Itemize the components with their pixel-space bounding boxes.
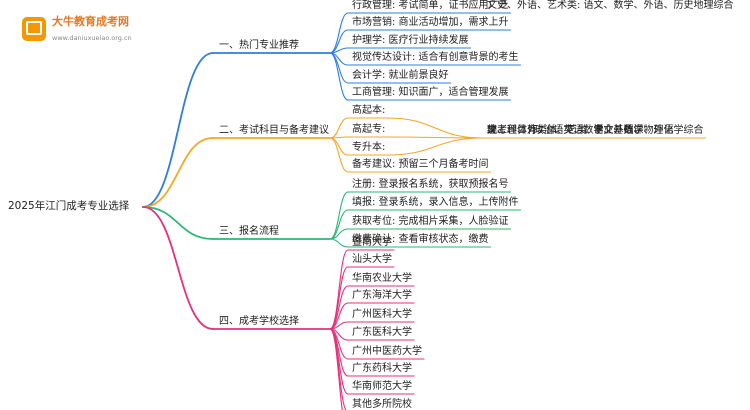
leaf-topic: 填报: 登录系统，录入信息，上传附件 — [352, 197, 519, 208]
leaf-connector — [329, 12, 349, 54]
leaf-topic: 护理学: 医疗行业持续发展 — [352, 35, 469, 46]
branch-label: 三、报名流程 — [219, 226, 279, 237]
leaf-topic: 行政管理: 考试简单，证书应用广泛 — [352, 0, 509, 11]
leaf-connector — [329, 47, 349, 54]
branch-label: 二、考试科目与备考建议 — [219, 125, 329, 136]
sub-topic: 文史、外语、艺术类: 语文、数学、外语、历史地理综合 — [487, 0, 734, 11]
leaf-connector — [329, 117, 349, 139]
branch-connector — [142, 52, 214, 208]
leaf-connector — [329, 328, 347, 410]
leaf-topic: 视觉传达设计: 适合有创意背景的考生 — [352, 52, 519, 63]
leaf-topic: 工商管理: 知识面广，适合管理发展 — [352, 87, 509, 98]
sub-topic: 统考科目: 政治、英语、专业基础课 — [487, 125, 644, 136]
logo-name: 大牛教育成考网 — [52, 15, 129, 28]
branch-connector — [142, 137, 214, 208]
leaf-connector — [329, 266, 349, 330]
leaf-connector — [329, 52, 349, 101]
leaf-topic: 备考建议: 预留三个月备考时间 — [352, 159, 489, 170]
leaf-topic: 专升本: — [352, 142, 386, 153]
leaf-connector — [329, 137, 349, 173]
leaf-topic: 其他多所院校 — [352, 399, 412, 410]
leaf-topic: 广东海洋大学 — [352, 290, 412, 301]
leaf-topic: 广东医科大学 — [352, 327, 412, 338]
site-logo: 大牛教育成考网 www.daniuxueiao.org.cn — [22, 14, 132, 48]
branch-label: 一、热门专业推荐 — [219, 40, 299, 51]
leaf-topic: 市场营销: 商业活动增加，需求上升 — [352, 17, 509, 28]
leaf-connector — [329, 285, 349, 330]
leaf-connector — [329, 328, 343, 410]
leaf-topic: 获取考位: 完成相片采集，人脸验证 — [352, 216, 509, 227]
leaf-topic: 会计学: 就业前景良好 — [352, 70, 449, 81]
leaf-topic: 高起本: — [352, 105, 386, 116]
leaf-connector — [329, 302, 349, 330]
branch-connector — [142, 206, 214, 330]
leaf-connector — [329, 137, 349, 156]
sub-topic: 理工、体育类: 语文、数学、外语、物理化学综合 — [487, 125, 704, 136]
branch-label: 四、成考学校选择 — [219, 316, 299, 327]
leaf-topic: 注册: 登录报名系统，获取预报名号 — [352, 179, 509, 190]
book-icon — [22, 17, 46, 41]
sub-connector — [386, 137, 484, 156]
leaf-topic: 广州中医药大学 — [352, 346, 422, 357]
leaf-topic: 缴费确认: 查看审核状态，缴费 — [352, 234, 489, 245]
leaf-topic: 华南师范大学 — [352, 381, 412, 392]
leaf-topic: 高起专: — [352, 124, 386, 135]
root-topic: 2025年江门成考专业选择 — [8, 200, 130, 212]
sub-connector — [386, 117, 484, 139]
leaf-topic: 广州医科大学 — [352, 309, 412, 320]
logo-url: www.daniuxueiao.org.cn — [52, 34, 132, 42]
leaf-connector — [329, 209, 349, 240]
sub-connector — [386, 136, 484, 139]
branch-connector — [142, 206, 214, 240]
leaf-connector — [329, 238, 349, 248]
leaf-connector — [329, 191, 349, 240]
leaf-topic: 汕头大学 — [352, 254, 392, 265]
sub-topic: 文、理、外、体、艺类: 语文、数学、外语 — [487, 125, 674, 136]
leaf-topic: 暨南大学 — [352, 237, 392, 248]
leaf-topic: 广东药科大学 — [352, 363, 412, 374]
leaf-topic: 华南农业大学 — [352, 273, 412, 284]
